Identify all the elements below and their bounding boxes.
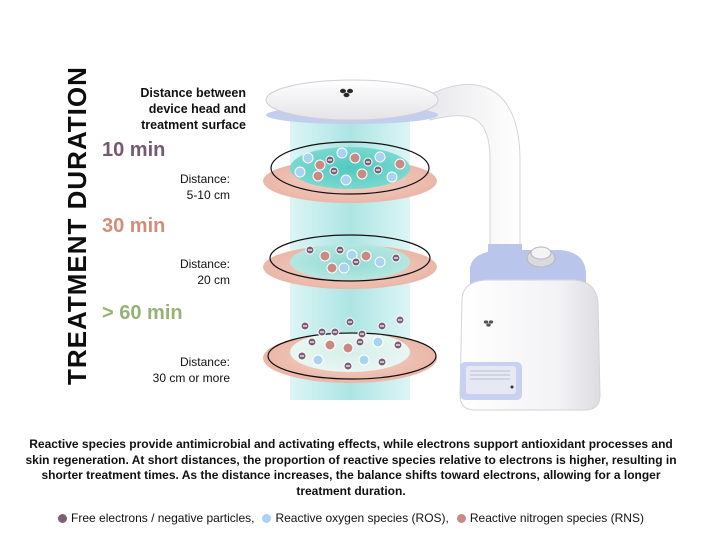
distance-caption: Distance:	[179, 172, 230, 186]
distance-value: 5-10 cm	[186, 188, 230, 202]
time-label-level-2: 30 min	[102, 215, 166, 237]
treatment-surface-level-1	[263, 141, 437, 203]
rns-particle	[394, 158, 406, 170]
distance-label-level-2: Distance: 20 cm	[122, 256, 230, 288]
legend: Free electrons / negative particles, Rea…	[0, 511, 702, 525]
rns-particle	[356, 168, 368, 180]
base-logo-icon	[483, 320, 494, 327]
ros-dot-icon	[262, 513, 272, 523]
legend-label: Reactive oxygen species (ROS),	[275, 511, 449, 525]
rns-particle	[324, 339, 336, 351]
description-text: Reactive species provide antimicrobial a…	[25, 437, 677, 498]
legend-label: Reactive nitrogen species (RNS)	[469, 511, 644, 525]
rns-particle	[319, 250, 331, 262]
distance-value: 30 cm or more	[152, 371, 230, 385]
legend-item-rns: Reactive nitrogen species (RNS)	[456, 511, 644, 525]
time-label-level-1: 10 min	[102, 139, 166, 161]
time-label-level-3: > 60 min	[102, 302, 183, 324]
distance-caption: Distance:	[179, 257, 230, 271]
logo-icon	[340, 88, 353, 98]
legend-label: Free electrons / negative particles,	[71, 511, 255, 525]
rns-particle	[360, 250, 372, 262]
rns-particle	[342, 342, 354, 354]
ros-particle	[340, 174, 352, 186]
electron-minus-dot-icon	[58, 513, 68, 523]
ros-particle	[372, 336, 384, 348]
rns-particle	[349, 152, 361, 164]
ros-particle	[312, 354, 324, 366]
rns-dot-icon	[456, 513, 466, 523]
ros-particle	[294, 166, 306, 178]
distance-label-level-3: Distance: 30 cm or more	[122, 354, 230, 386]
distance-label-level-1: Distance: 5-10 cm	[122, 171, 230, 203]
treatment-surface-level-3	[263, 332, 437, 383]
ros-particle	[336, 147, 348, 159]
ros-particle	[358, 354, 370, 366]
distance-header-label: Distance between device head and treatme…	[140, 86, 246, 132]
legend-item-electrons: Free electrons / negative particles,	[58, 511, 254, 525]
treatment-duration-title: TREATMENT DURATION	[62, 66, 92, 385]
distance-value: 20 cm	[197, 273, 230, 287]
ros-particle	[374, 151, 386, 163]
ros-particle	[302, 152, 314, 164]
ros-particle	[338, 262, 350, 274]
device-illustration	[263, 79, 601, 411]
rns-particle	[326, 262, 338, 274]
legend-item-ros: Reactive oxygen species (ROS),	[262, 511, 449, 525]
device-head	[265, 79, 439, 124]
device-base	[459, 246, 601, 411]
ros-particle	[374, 256, 386, 268]
ros-particle	[386, 171, 398, 183]
particles-group	[294, 147, 406, 371]
rns-particle	[314, 159, 326, 171]
distance-caption: Distance:	[179, 355, 230, 369]
rns-particle	[312, 170, 324, 182]
